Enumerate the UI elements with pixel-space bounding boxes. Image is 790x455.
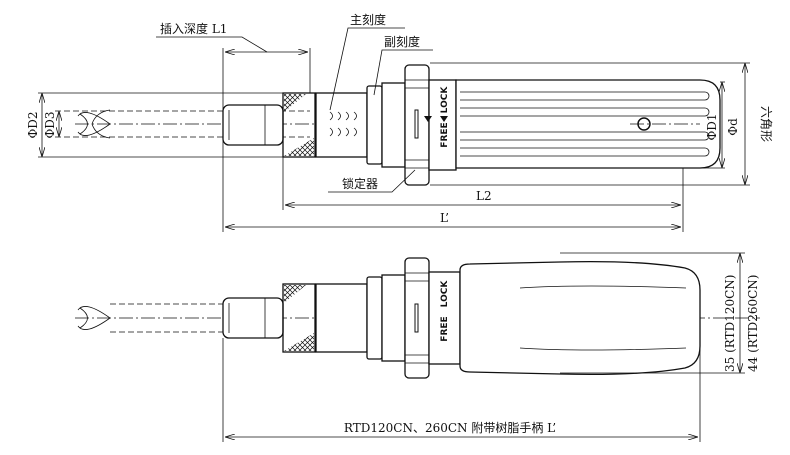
dim-44-label: 44 (RTD260CN): [746, 275, 760, 372]
lock-text: LOCK: [440, 280, 450, 308]
bit-chuck: [222, 297, 284, 339]
bit-tip: [77, 303, 223, 333]
dim-35-label: 35 (RTD120CN): [723, 275, 737, 372]
bit-tip: [77, 109, 111, 139]
free-text: FREE: [440, 316, 450, 341]
lock-text: LOCK: [440, 86, 450, 114]
main-scale-barrel: [315, 92, 368, 158]
d2-label: ΦD2: [26, 111, 40, 138]
bit-chuck: [222, 104, 284, 146]
body-ring: [381, 82, 406, 168]
l2-label: L2: [476, 189, 492, 203]
main-scale-barrel: [315, 283, 368, 353]
insertion-depth-label: 插入深度 L1: [160, 21, 227, 36]
knurled-collar: [282, 92, 316, 158]
sub-scale-ring: [366, 276, 383, 360]
d-label: Φd: [726, 118, 740, 136]
scale-marks: [329, 111, 357, 137]
resin-handle: [459, 260, 701, 376]
l-prime-label: L’: [440, 211, 449, 225]
main-scale-label: 主刻度: [350, 12, 386, 27]
d3-label: ΦD3: [43, 111, 57, 138]
lock-body: [428, 271, 461, 365]
lock-ring: [404, 64, 430, 186]
sub-scale-label: 副刻度: [384, 34, 420, 49]
handle-grooves: [519, 285, 687, 351]
handle-grooves: [460, 91, 710, 157]
free-text: FREE: [440, 122, 450, 147]
sub-scale-ring: [366, 85, 383, 165]
lock-ring: [404, 257, 430, 379]
knurled-collar: [282, 283, 316, 353]
bottom-view: LOCK FREE 35 (RTD120CN) 44 (RTD260CN) RT…: [75, 252, 760, 442]
hexagon-label: 六角形: [759, 106, 773, 142]
top-view: ΦD2 ΦD3 LOCK FREE: [26, 12, 773, 232]
lock-label: 锁定器: [342, 176, 378, 191]
overall-length-label: RTD120CN、260CN 附带树脂手柄 L’: [344, 420, 556, 435]
d1-label: ΦD1: [705, 113, 719, 140]
body-ring: [381, 274, 406, 362]
